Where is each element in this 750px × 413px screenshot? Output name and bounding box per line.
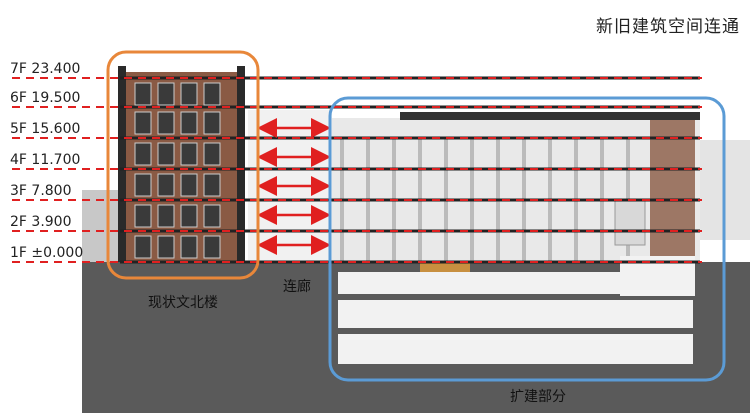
- window: [180, 235, 198, 259]
- floor-level-label: 1F ±0.000: [10, 245, 84, 261]
- window: [134, 235, 152, 259]
- window: [157, 142, 175, 166]
- window: [157, 204, 175, 228]
- window: [203, 111, 221, 135]
- floor-level-label: 3F 7.800: [10, 183, 72, 199]
- old-building-outline: [106, 50, 260, 280]
- extension-building: [332, 112, 700, 364]
- window: [134, 82, 152, 106]
- window: [134, 111, 152, 135]
- neighbour-building: [82, 190, 122, 262]
- window: [134, 142, 152, 166]
- floor-level-label: 2F 3.900: [10, 214, 72, 230]
- floor-level-label: 4F 11.700: [10, 152, 81, 168]
- window: [180, 82, 198, 106]
- window: [203, 82, 221, 106]
- window: [157, 235, 175, 259]
- window: [157, 173, 175, 197]
- window: [203, 173, 221, 197]
- extension-label: 扩建部分: [510, 389, 566, 405]
- floor-level-label: 6F 19.500: [10, 90, 81, 106]
- window: [203, 204, 221, 228]
- extension-outline: [328, 96, 726, 382]
- window: [180, 111, 198, 135]
- window: [134, 173, 152, 197]
- window: [134, 204, 152, 228]
- window: [203, 142, 221, 166]
- window: [203, 235, 221, 259]
- window: [157, 111, 175, 135]
- old-building-label: 现状文北楼: [148, 295, 218, 311]
- window: [180, 204, 198, 228]
- floor-level-label: 5F 15.600: [10, 121, 81, 137]
- diagram-title: 新旧建筑空间连通: [596, 17, 740, 37]
- floor-level-label: 7F 23.400: [10, 61, 81, 77]
- corridor-label: 连廊: [283, 279, 311, 295]
- window: [180, 142, 198, 166]
- window: [157, 82, 175, 106]
- window: [180, 173, 198, 197]
- old-building: [118, 66, 245, 262]
